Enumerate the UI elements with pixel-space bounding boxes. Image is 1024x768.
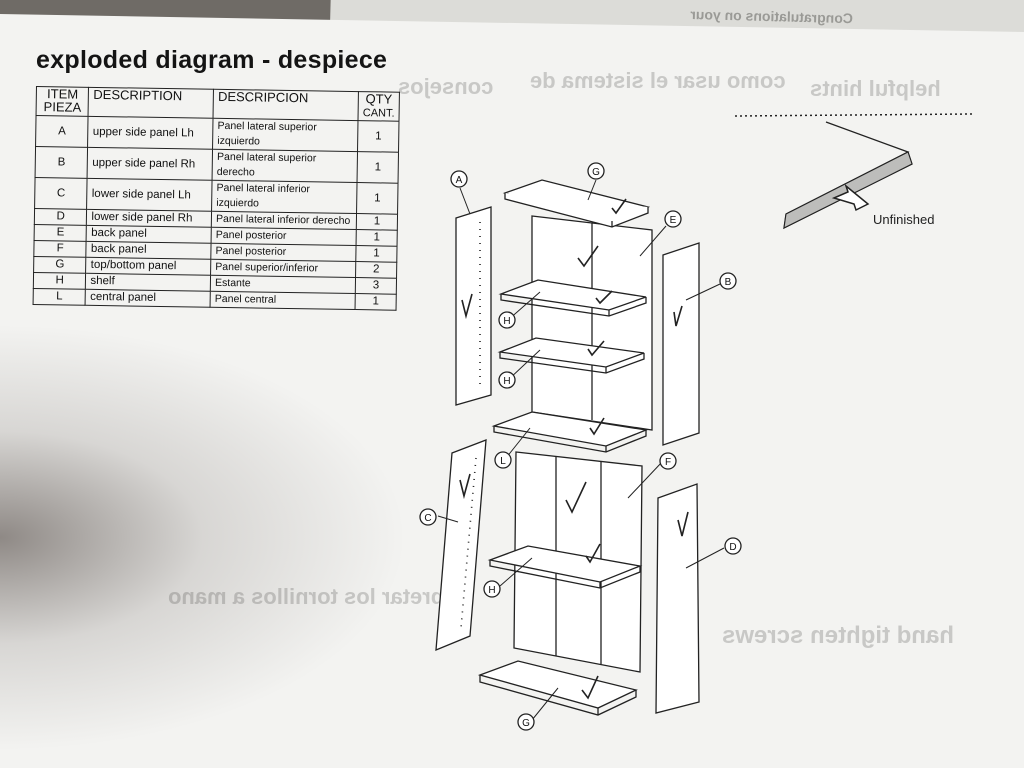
callout-g-top-label: G [592,167,600,178]
panel-c [435,439,487,652]
unfinished-label: Unfinished [873,212,935,227]
callout-h-1-label: H [503,316,510,327]
callout-a: A [450,170,468,188]
callout-b-label: B [725,277,732,288]
callout-l-label: L [500,456,506,467]
callout-h-3: H [483,580,501,598]
callout-e: E [664,210,682,228]
callout-g-top: G [587,162,605,180]
callout-l: L [494,451,512,469]
callout-h-1: H [498,311,516,329]
callout-f: F [659,452,677,470]
callout-g-bottom-label: G [522,718,530,729]
callout-g-bottom: G [517,713,535,731]
callout-f-label: F [665,457,671,468]
callout-h-2: H [498,371,516,389]
callout-d: D [724,537,742,555]
callout-h-2-label: H [503,376,510,387]
callout-c-label: C [424,513,431,524]
callout-d-label: D [729,542,736,553]
callout-a-label: A [456,175,463,186]
callout-h-3-label: H [488,585,495,596]
panel-a [455,206,492,406]
panel-d [655,483,700,714]
panel-e [531,215,653,431]
callout-e-label: E [670,215,677,226]
panel-b [662,242,700,446]
callout-c: C [419,508,437,526]
callout-b: B [719,272,737,290]
underlying-sheet-text: Congratulations on your [690,6,854,27]
panel-g-top [502,179,651,228]
unfinished-edge-illustration [734,113,973,230]
